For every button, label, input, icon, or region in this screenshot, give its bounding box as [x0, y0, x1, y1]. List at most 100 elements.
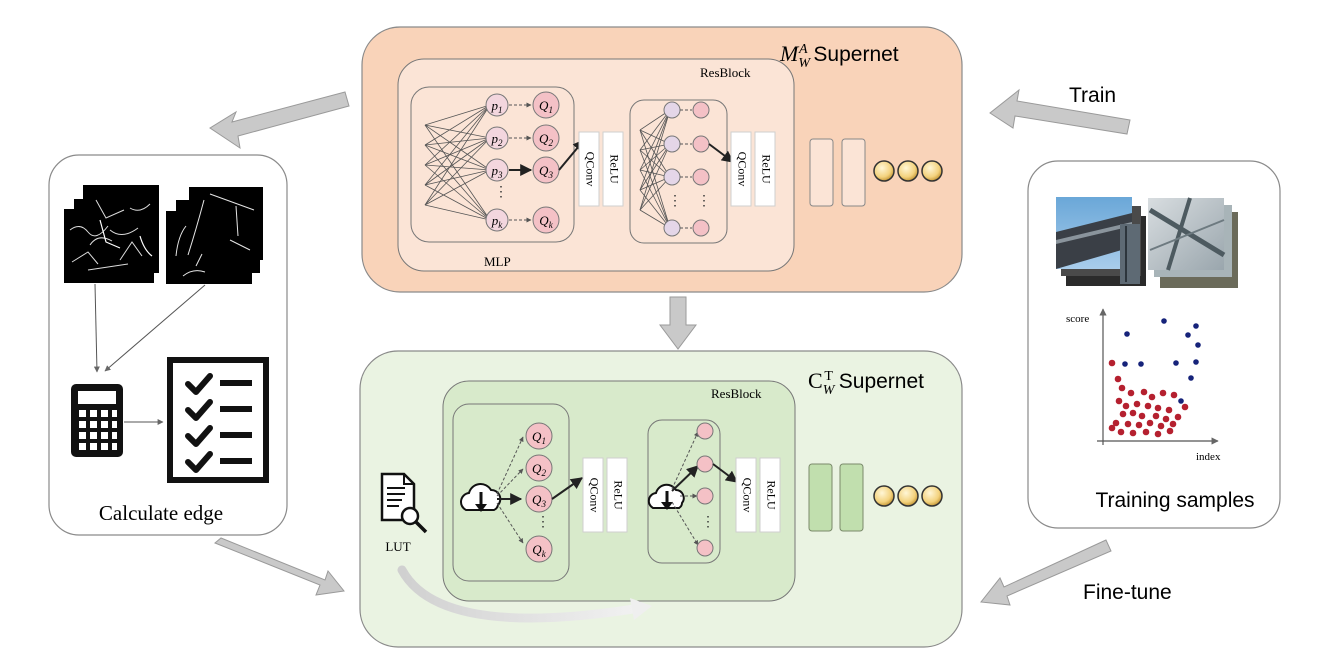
- bottom-relu-2-label: ReLU: [764, 480, 778, 510]
- top-q-node-2: Q2: [532, 124, 560, 152]
- plot-dot-red: [1114, 375, 1122, 383]
- svg-text:Qk: Qk: [539, 213, 553, 230]
- top-relu-2: [754, 131, 776, 207]
- bottom-layer2-out-arrow: [712, 463, 738, 483]
- plot-dot-red: [1165, 406, 1173, 414]
- lut-document-icon: [380, 472, 428, 534]
- bottom-q-ellipsis: ⋮: [536, 513, 550, 529]
- top-layer2-arrow: [708, 143, 734, 163]
- plot-dot-red: [1170, 391, 1178, 399]
- train-label: Train: [1069, 84, 1116, 107]
- bottom-q-node-1: Q1: [525, 422, 553, 450]
- plot-dot-red: [1118, 384, 1126, 392]
- checklist-icon: [167, 357, 269, 483]
- bottom-more-blocks-icon: [873, 485, 943, 507]
- lut-curved-arrow: [397, 565, 645, 623]
- plot-dot-red: [1129, 409, 1137, 417]
- training-samples-caption: Training samples: [1095, 489, 1254, 512]
- top-relu-2-label: ReLU: [759, 154, 773, 184]
- bottom-layer2-nodes: ⋮: [696, 422, 715, 557]
- lut-curved-arrowhead: [630, 598, 652, 620]
- plot-dot-red: [1124, 420, 1132, 428]
- edge-map-stack-2: [166, 187, 263, 284]
- plot-dot-blue: [1193, 359, 1199, 365]
- top-q-node-k: Qk: [532, 206, 560, 234]
- plot-dot-red: [1140, 388, 1148, 396]
- plot-dot-red: [1108, 359, 1116, 367]
- plot-dot-red: [1166, 427, 1174, 435]
- svg-text:⋮: ⋮: [701, 513, 715, 529]
- top-supernet-title: MWA Supernet: [779, 41, 899, 71]
- svg-text:p3: p3: [491, 163, 504, 180]
- svg-text:Q2: Q2: [539, 131, 553, 148]
- plot-dot-blue: [1173, 360, 1179, 366]
- fine-tune-label: Fine-tune: [1083, 581, 1172, 604]
- top-layer2-fan-lines: [639, 109, 671, 229]
- top-qconv-2: [730, 131, 752, 207]
- bottom-q-node-2: Q2: [525, 454, 553, 482]
- calculate-edge-caption: Calculate edge: [99, 501, 223, 525]
- svg-text:Q3: Q3: [532, 492, 546, 509]
- calculate-edge-panel: Calculate edge: [48, 154, 288, 536]
- edge-map-stack-1: [64, 185, 159, 283]
- bottom-supernet: CWT Supernet ResBlock Q1 Q2 Q3 ⋮ Qk QCon…: [359, 350, 963, 648]
- plot-dot-red: [1169, 420, 1177, 428]
- top-qconv-2-label: QConv: [735, 152, 749, 187]
- plot-dot-blue: [1122, 361, 1128, 367]
- plot-dot-blue: [1124, 331, 1130, 337]
- arrow-to-calculate-edge: [209, 91, 350, 150]
- top-layer2-nodes: ⋮ ⋮: [663, 101, 711, 237]
- bottom-resblock-label: ResBlock: [711, 386, 762, 401]
- bottom-relu-2: [759, 457, 781, 533]
- plot-dot-red: [1135, 421, 1143, 429]
- svg-text:Q2: Q2: [532, 461, 546, 478]
- plot-dot-red: [1157, 422, 1165, 430]
- top-resblock-label: ResBlock: [700, 65, 751, 80]
- training-image-stack-1: [1056, 197, 1146, 286]
- bottom-q-node-k: Qk: [525, 535, 553, 563]
- bottom-q3-to-qconv-arrow: [551, 477, 583, 500]
- arrow-train: [989, 88, 1131, 135]
- top-q-node-3: Q3: [532, 156, 560, 184]
- bottom-qconv-2: [735, 457, 757, 533]
- plot-dot-red: [1129, 429, 1137, 437]
- plot-dot-red: [1138, 412, 1146, 420]
- bottom-relu-1: [606, 457, 628, 533]
- top-p-node-k: pk: [485, 208, 509, 232]
- edge2-to-calculator-arrow: [104, 284, 206, 372]
- top-mlp-label: MLP: [484, 254, 511, 269]
- plot-dot-blue: [1188, 375, 1194, 381]
- svg-text:⋮: ⋮: [697, 192, 711, 208]
- bottom-relu-1-label: ReLU: [611, 480, 625, 510]
- lut-label: LUT: [385, 539, 410, 554]
- plot-dot-red: [1146, 419, 1154, 427]
- bottom-q-node-3: Q3: [525, 485, 553, 513]
- plot-dot-red: [1154, 430, 1162, 438]
- plot-dot-red: [1154, 404, 1162, 412]
- arrow-edge-to-bottom: [214, 537, 345, 596]
- bottom-qconv-2-label: QConv: [740, 478, 754, 513]
- bottom-extra-block-2: [839, 463, 864, 532]
- score-index-plot: score index: [1066, 308, 1221, 463]
- plot-xlabel: index: [1196, 451, 1221, 463]
- plot-dot-red: [1159, 389, 1167, 397]
- bottom-layer2-arrow-2: [671, 465, 699, 492]
- plot-dot-red: [1162, 415, 1170, 423]
- top-q-node-1: Q1: [532, 91, 560, 119]
- top-p-node-2: p2: [485, 126, 509, 150]
- svg-text:Q1: Q1: [532, 429, 546, 446]
- plot-dot-red: [1144, 402, 1152, 410]
- top-qconv-1: [578, 131, 600, 207]
- plot-dots: [1108, 318, 1201, 438]
- plot-dot-red: [1148, 393, 1156, 401]
- bottom-layer2-arrow-1: [671, 431, 699, 490]
- svg-text:Q3: Q3: [539, 163, 553, 180]
- plot-dot-red: [1174, 413, 1182, 421]
- plot-dot-red: [1133, 400, 1141, 408]
- edge-to-calculator-arrow: [93, 283, 100, 373]
- cloud-download-icon-2: [647, 483, 685, 510]
- bottom-supernet-title: CWT Supernet: [808, 368, 924, 398]
- plot-dot-blue: [1185, 332, 1191, 338]
- plot-dot-blue: [1178, 398, 1184, 404]
